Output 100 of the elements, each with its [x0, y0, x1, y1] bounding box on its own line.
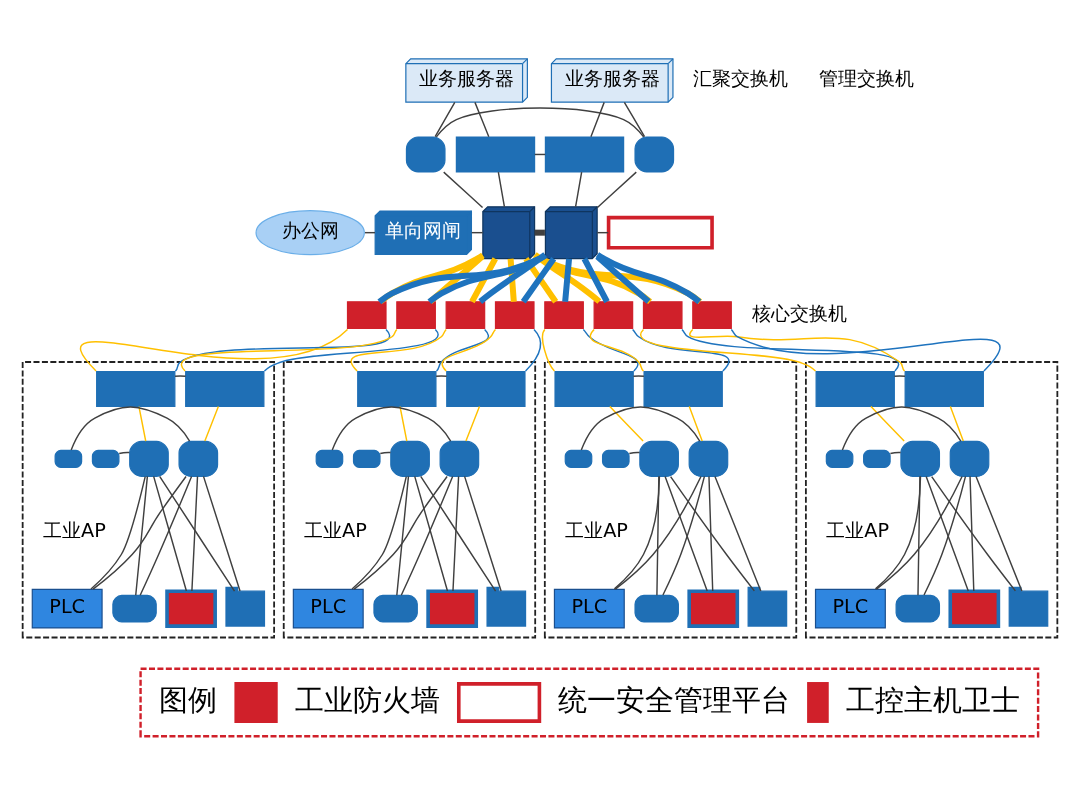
node-box: [426, 589, 479, 628]
connector: [474, 101, 490, 138]
connector: [351, 475, 407, 590]
node-box: [634, 594, 679, 623]
node-box: [405, 136, 446, 173]
label: 管理交换机: [818, 67, 914, 91]
connector: [596, 171, 637, 209]
node-box: [352, 449, 381, 468]
label: 工业AP: [43, 519, 106, 543]
connector: [443, 171, 484, 209]
connector: [589, 328, 645, 372]
node-box: [112, 594, 157, 623]
connector: [478, 252, 547, 304]
node-box: [544, 136, 625, 173]
connector: [191, 475, 199, 592]
legend-label: 统一安全管理平台: [558, 682, 791, 717]
connector: [70, 406, 191, 451]
node-box: [315, 449, 344, 468]
node-box: [390, 440, 430, 477]
connector: [399, 405, 408, 442]
connector: [639, 328, 817, 372]
connector: [841, 406, 962, 451]
connector: [135, 475, 149, 596]
connector: [534, 229, 545, 236]
legend-label: 工业防火墙: [294, 682, 440, 717]
connector: [80, 328, 349, 372]
node-box: [564, 449, 593, 468]
node-box: PLC: [292, 588, 364, 629]
node-box: [904, 371, 984, 408]
connector: [350, 328, 447, 372]
label: 工业AP: [826, 519, 890, 543]
node-box: [634, 136, 675, 173]
label: 工业AP: [565, 519, 628, 543]
node-box: [494, 301, 535, 329]
node-box: [692, 301, 732, 329]
connector: [465, 405, 481, 442]
connector: [533, 252, 602, 304]
node-box: [165, 589, 217, 628]
connector: [507, 258, 517, 302]
cluster: [21, 361, 275, 639]
connector: [414, 475, 449, 592]
connector: [595, 252, 702, 305]
connector: [90, 475, 146, 590]
connector: [331, 406, 452, 451]
label: 图例: [158, 682, 217, 717]
connector: [730, 328, 1001, 372]
connector: [396, 475, 410, 596]
connector: [524, 328, 542, 372]
label: 工业AP: [304, 519, 367, 543]
connector: [708, 475, 714, 592]
connector: [139, 475, 193, 596]
connector: [469, 257, 498, 304]
connector: [138, 405, 147, 442]
node-box: [357, 371, 437, 408]
connector: [541, 328, 556, 372]
cluster: [805, 361, 1059, 639]
connector: [435, 107, 645, 138]
connector: [930, 475, 1017, 592]
node-box: [815, 371, 895, 408]
connector: [533, 252, 653, 305]
connector: [562, 258, 573, 303]
connector: [420, 475, 497, 592]
connector: [632, 375, 645, 377]
connector: [631, 328, 730, 372]
connector: [609, 405, 644, 442]
connector: [969, 475, 975, 592]
connector: [614, 475, 702, 590]
connector: [574, 171, 583, 208]
node-box: [863, 449, 891, 468]
connector: [497, 171, 506, 208]
node-box: [185, 371, 265, 408]
connector: [452, 475, 460, 592]
node-box: [91, 449, 120, 468]
label: 核心交换机: [752, 301, 848, 325]
connector: [377, 253, 547, 305]
node-box: [129, 440, 169, 477]
connector: [204, 405, 220, 442]
node-box: [949, 440, 990, 477]
connector: [688, 405, 703, 442]
node-box: [396, 301, 436, 329]
node-box: [96, 371, 176, 408]
node-box: [825, 449, 854, 468]
connector: [152, 475, 188, 592]
connector: [949, 405, 964, 442]
node-box: PLC: [814, 588, 886, 629]
node-box: [900, 440, 941, 477]
node-box: [639, 440, 679, 477]
connector: [875, 475, 963, 590]
connector: [628, 451, 641, 455]
node-box: [445, 301, 486, 329]
node-box: [601, 449, 630, 468]
node-box: PLC: [553, 588, 625, 629]
legend-label: 工控主机卫士: [845, 682, 1020, 717]
node-box: [439, 440, 480, 477]
connector: [434, 101, 456, 138]
connector: [441, 328, 497, 372]
node-box: [688, 440, 729, 477]
node-box: [554, 371, 634, 408]
connector: [427, 252, 547, 305]
cluster: [543, 361, 798, 639]
